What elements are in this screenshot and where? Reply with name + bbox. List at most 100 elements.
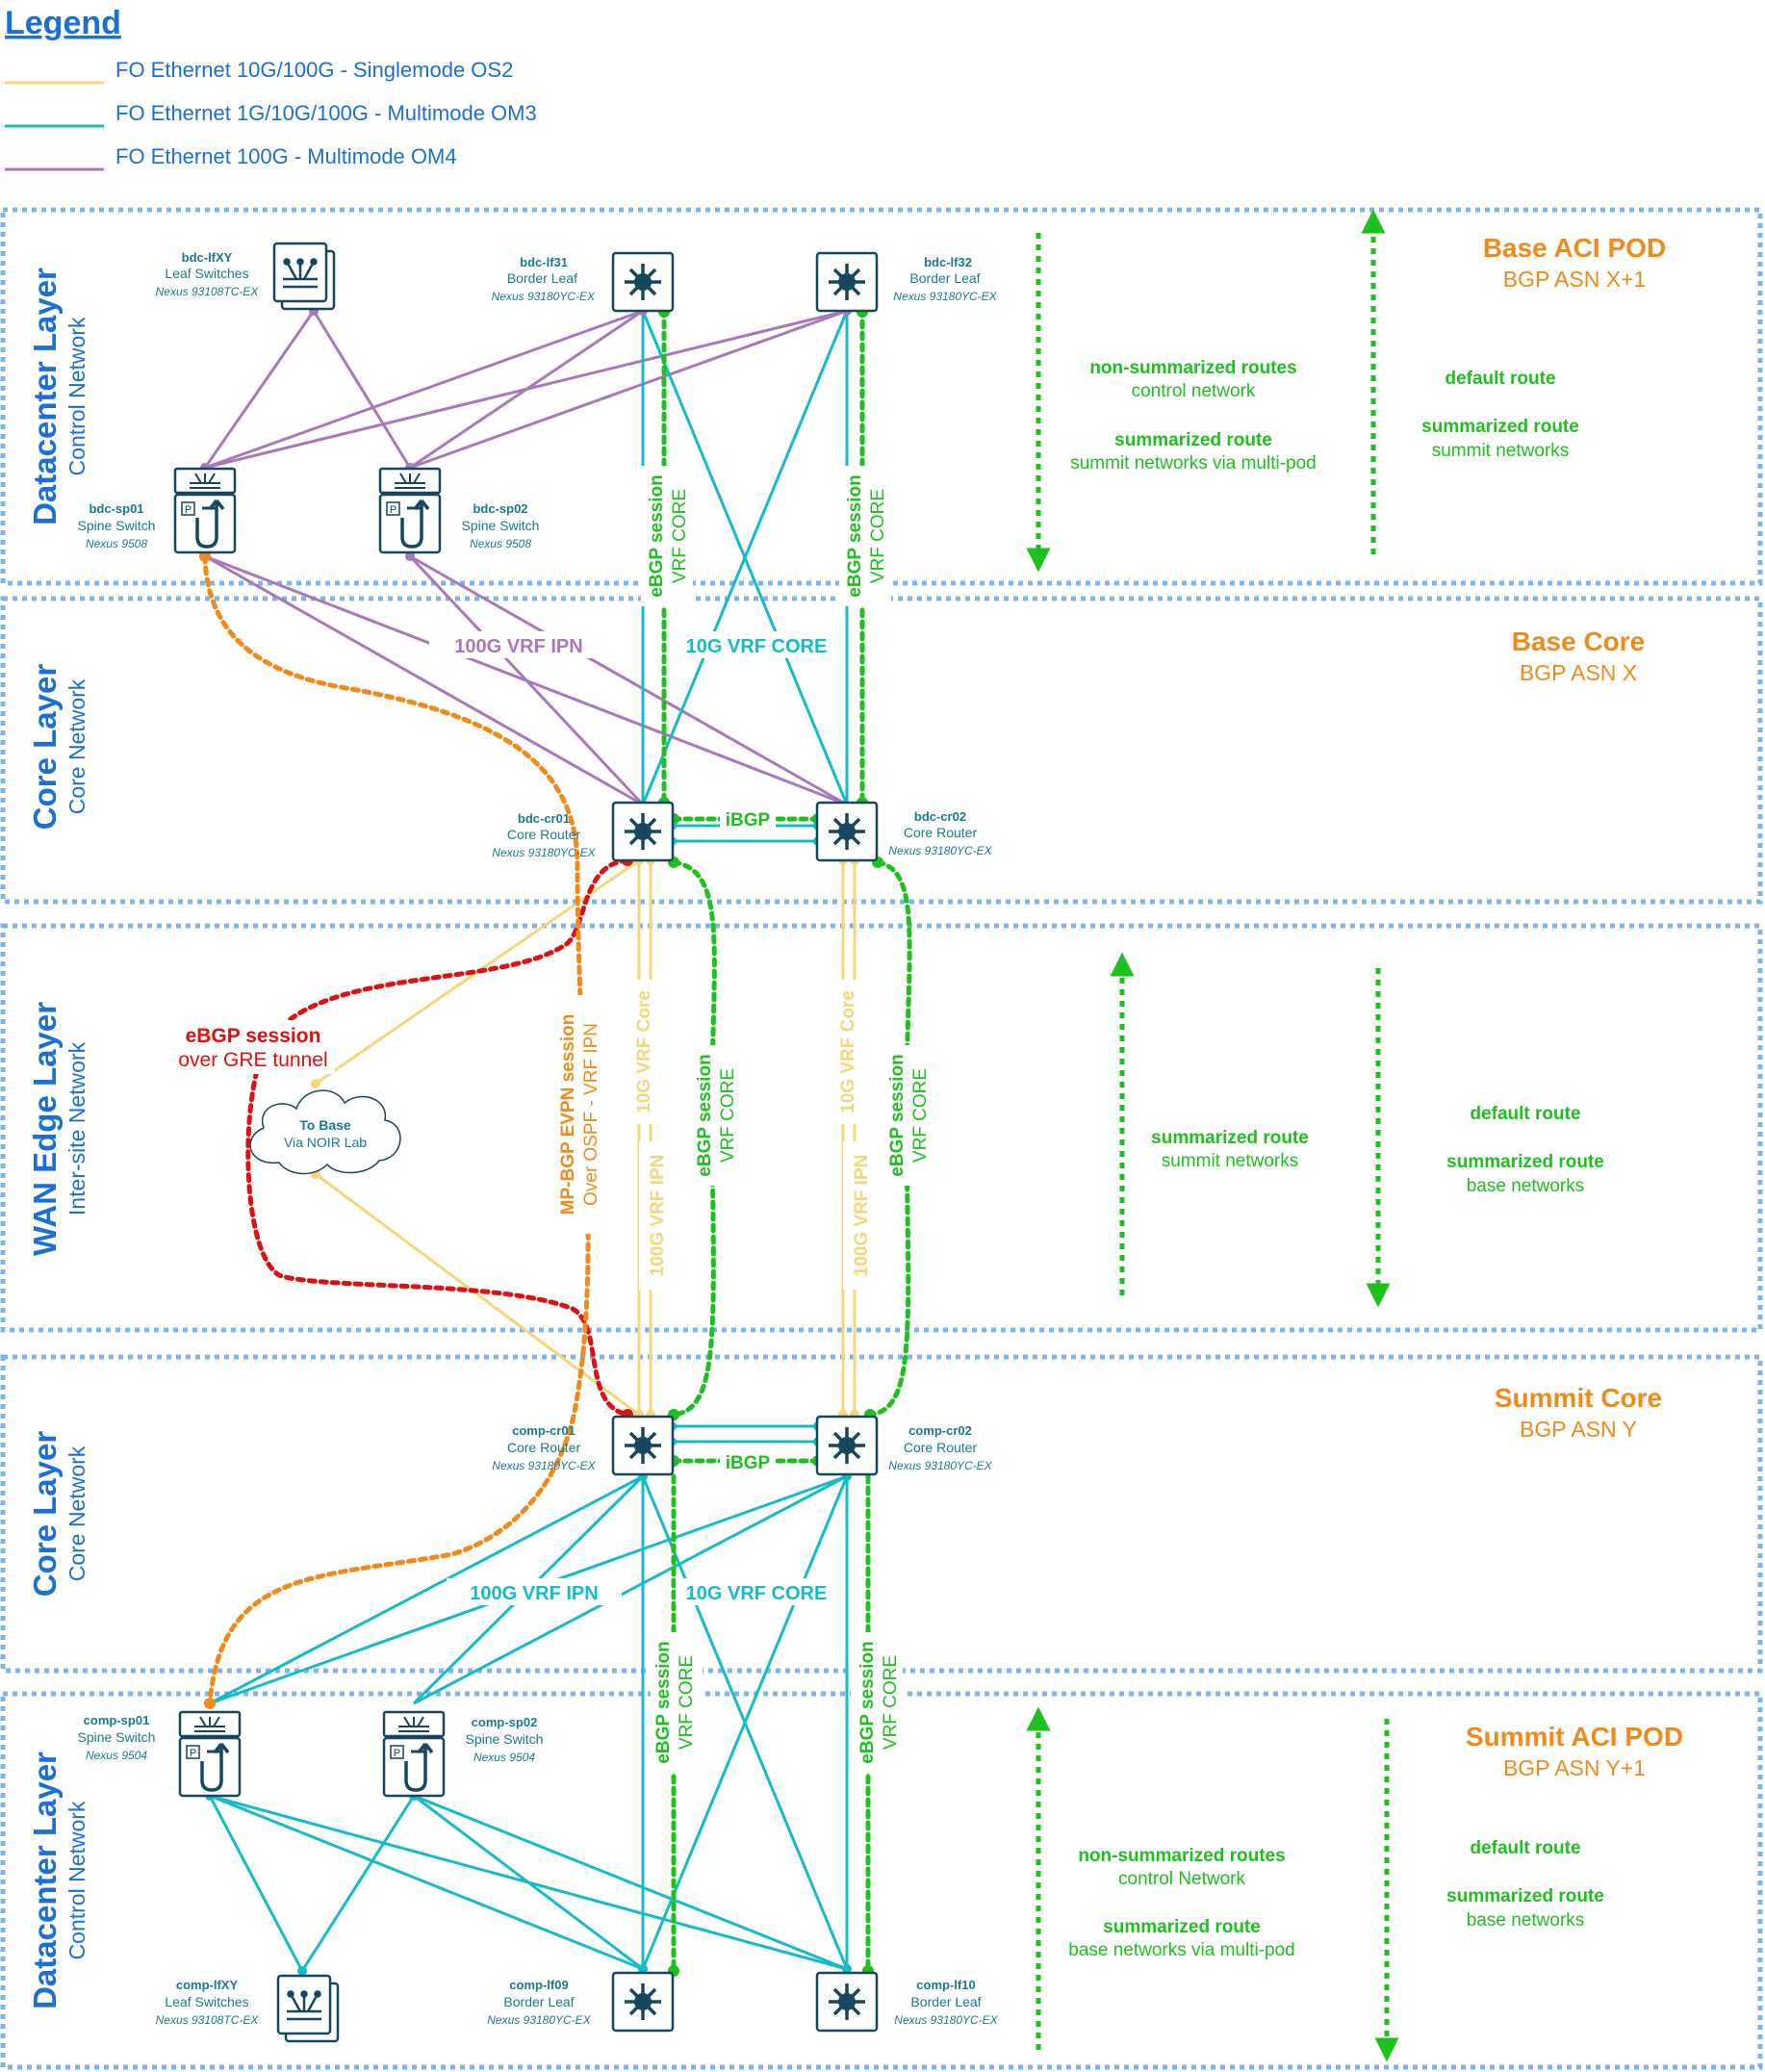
device-role: Border Leaf xyxy=(507,270,577,286)
bdc-sp02-spine-switch-icon[interactable] xyxy=(378,467,442,554)
device-name: bdc-cr02 xyxy=(914,809,966,824)
layer-title-wan-edge: WAN Edge Layer xyxy=(27,1002,63,1256)
device-role: Core Router xyxy=(507,1440,581,1455)
route-annotations: non-summarized routes control network su… xyxy=(1026,209,1604,2062)
links-om3 xyxy=(208,310,849,1972)
wan-route-sub: summit networks xyxy=(1162,1151,1299,1171)
label-100g-vrf-ipn-summit: 100G VRF IPN xyxy=(470,1583,598,1604)
base-summarized-title: summarized route xyxy=(1421,417,1579,437)
label-ebgp-wan-cr02: eBGP session xyxy=(887,1054,908,1176)
device-model: Nexus 93180YC-EX xyxy=(487,2013,591,2027)
device-model: Nexus 93108TC-EX xyxy=(156,2013,260,2027)
device-role: Leaf Switches xyxy=(165,1994,248,2009)
device-role: Core Router xyxy=(904,1440,978,1455)
summit-summarized-title: summarized route xyxy=(1446,1886,1604,1906)
layer-subtitle-base-core: Core Network xyxy=(64,678,90,814)
device-name: bdc-sp02 xyxy=(473,501,527,516)
comp-lfxy-leaf-switch-icon[interactable] xyxy=(276,1974,340,2043)
layer-titles: Datacenter Layer Control Network Core La… xyxy=(27,268,90,2009)
pod-asn-summit-core: BGP ASN Y xyxy=(1520,1417,1637,1442)
label-evpn-title: MP-BGP EVPN session xyxy=(558,1014,578,1215)
pod-asn-base-aci: BGP ASN X+1 xyxy=(1503,267,1647,292)
base-default-route: default route xyxy=(1445,369,1555,389)
wan-summarized-sub: base networks xyxy=(1467,1176,1585,1196)
label-vrf-core-lf09: VRF CORE xyxy=(677,1655,697,1750)
pod-title-summit-core: Summit Core xyxy=(1495,1383,1662,1413)
device-model: Nexus 9504 xyxy=(86,1749,147,1762)
summit-route-1-title: non-summarized routes xyxy=(1078,1846,1285,1866)
device-model: Nexus 93180YC-EX xyxy=(893,290,997,303)
wan-summarized-title: summarized route xyxy=(1446,1152,1604,1172)
cloud-title: To Base xyxy=(299,1117,351,1133)
device-model: Nexus 93180YC-EX xyxy=(492,290,596,303)
device-name: comp-cr01 xyxy=(512,1423,576,1438)
base-summarized-sub: summit networks xyxy=(1432,441,1570,461)
bdc-lf31-router-icon[interactable] xyxy=(611,251,675,313)
device-role: Core Router xyxy=(904,825,978,840)
device-role: Spine Switch xyxy=(466,1731,544,1747)
label-10g-vrf-core-base: 10G VRF CORE xyxy=(686,636,828,657)
label-ebgp-lf31: eBGP session xyxy=(647,474,667,597)
label-vrf-core-lf31: VRF CORE xyxy=(670,489,690,583)
legend-item-singlemode: FO Ethernet 10G/100G - Singlemode OS2 xyxy=(115,58,513,82)
device-role: Border Leaf xyxy=(503,1994,574,2009)
device-role: Core Router xyxy=(507,827,581,842)
device-role: Border Leaf xyxy=(909,270,980,286)
comp-sp02-spine-switch-icon[interactable] xyxy=(382,1710,446,1798)
comp-cr02-router-icon[interactable] xyxy=(815,1415,879,1476)
device-role: Border Leaf xyxy=(910,1994,981,2009)
device-labels: bdc-lfXY Leaf Switches Nexus 93108TC-EX … xyxy=(78,250,999,2027)
layer-box-wan-edge xyxy=(0,923,1763,1333)
device-model: Nexus 93180YC-EX xyxy=(492,1459,596,1472)
bdc-sp01-spine-switch-icon[interactable] xyxy=(173,467,237,554)
wan-default-route: default route xyxy=(1470,1104,1580,1124)
label-gre-title: eBGP session xyxy=(186,1025,321,1047)
layer-subtitle-summit-pod: Control Network xyxy=(64,1801,90,1959)
layer-title-base-core: Core Layer xyxy=(27,664,63,831)
layer-subtitle-summit-core: Core Network xyxy=(64,1445,90,1581)
layer-title-summit-pod: Datacenter Layer xyxy=(27,1752,63,2009)
device-role: Spine Switch xyxy=(462,518,540,533)
device-model: Nexus 9504 xyxy=(473,1751,535,1764)
summit-route-1-sub: control Network xyxy=(1118,1869,1245,1889)
links-os2 xyxy=(315,858,857,1417)
label-ibgp-base: iBGP xyxy=(726,810,771,831)
pod-labels: Base ACI POD BGP ASN X+1 Base Core BGP A… xyxy=(1466,233,1683,1780)
label-10g-vrf-core-cr01: 10G VRF Core xyxy=(634,990,654,1113)
device-name: bdc-sp01 xyxy=(89,501,143,516)
device-role: Spine Switch xyxy=(78,1729,156,1745)
device-name: bdc-lfXY xyxy=(182,250,233,265)
comp-cr01-router-icon[interactable] xyxy=(611,1415,675,1476)
layer-box-base-core xyxy=(0,596,1763,905)
bdc-lf32-router-icon[interactable] xyxy=(815,251,879,313)
summit-default-route: default route xyxy=(1470,1838,1580,1858)
label-ebgp-lf09: eBGP session xyxy=(653,1641,674,1763)
bdc-lfxy-leaf-switch-icon[interactable] xyxy=(272,242,336,311)
device-model: Nexus 93108TC-EX xyxy=(156,285,260,298)
device-model: Nexus 93180YC-EX xyxy=(888,1459,992,1472)
device-model: Nexus 9508 xyxy=(86,537,147,550)
pod-asn-summit-aci: BGP ASN Y+1 xyxy=(1503,1755,1646,1780)
label-ebgp-lf32: eBGP session xyxy=(845,474,865,597)
label-100g-vrf-ipn-base: 100G VRF IPN xyxy=(454,636,582,657)
links-om4 xyxy=(203,309,848,806)
base-route-2-title: summarized route xyxy=(1114,430,1272,450)
label-vrf-core-lf10: VRF CORE xyxy=(881,1655,901,1750)
label-gre-subtitle: over GRE tunnel xyxy=(178,1049,327,1071)
label-vrf-core-wan-cr01: VRF CORE xyxy=(718,1068,738,1163)
label-ebgp-wan-cr01: eBGP session xyxy=(695,1054,715,1176)
bdc-cr02-router-icon[interactable] xyxy=(815,801,879,862)
link-labels: 100G VRF IPN 10G VRF CORE 100G VRF IPN 1… xyxy=(178,466,939,1773)
layer-subtitle-base-pod: Control Network xyxy=(64,317,90,475)
device-name: comp-sp01 xyxy=(84,1713,150,1727)
label-ibgp-summit: iBGP xyxy=(726,1453,771,1473)
device-role: Spine Switch xyxy=(78,518,156,533)
comp-lf09-router-icon[interactable] xyxy=(611,1971,675,2033)
bdc-cr01-router-icon[interactable] xyxy=(611,801,675,862)
comp-sp01-spine-switch-icon[interactable] xyxy=(178,1710,242,1798)
cloud-icon: To Base Via NOIR Lab xyxy=(249,1089,401,1175)
base-route-1-sub: control network xyxy=(1132,381,1256,401)
comp-lf10-router-icon[interactable] xyxy=(815,1971,879,2033)
base-route-1-title: non-summarized routes xyxy=(1089,358,1296,378)
